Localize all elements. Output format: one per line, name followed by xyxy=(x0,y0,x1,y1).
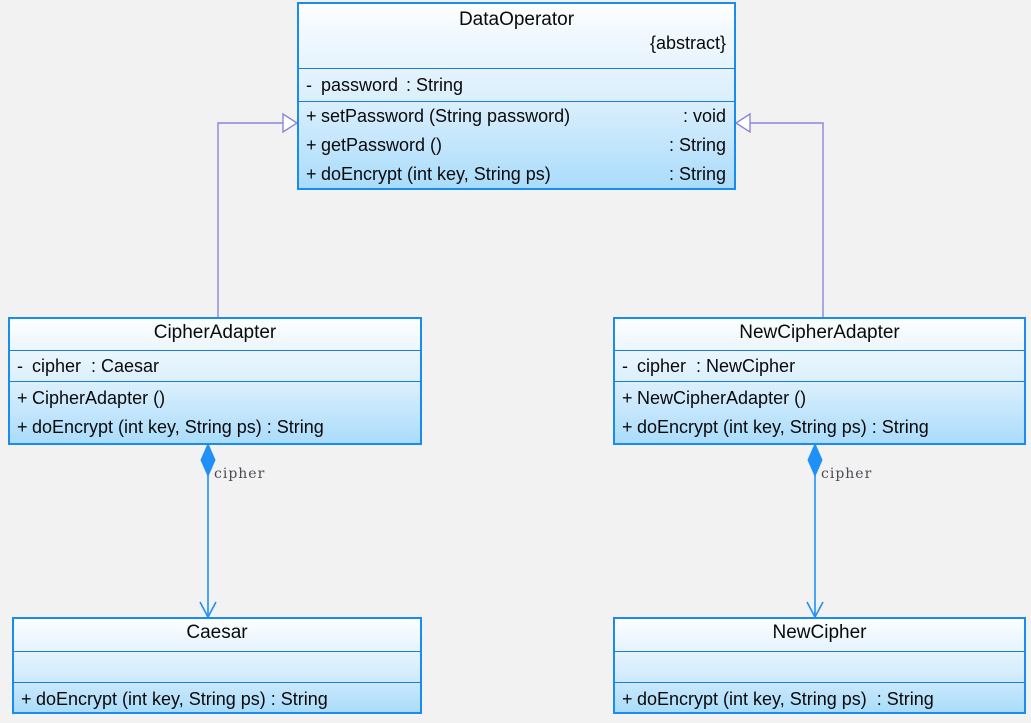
class-name-newcipher: NewCipher xyxy=(772,622,867,643)
operation-row: + getPassword () : String xyxy=(299,131,734,160)
class-header-newcipheradapter: NewCipherAdapter xyxy=(615,319,1024,350)
edge-label-cipher-right: cipher xyxy=(821,466,873,482)
class-header-caesar: Caesar xyxy=(14,619,420,651)
operation-signature: doEncrypt (int key, String ps) : String xyxy=(637,417,929,437)
edge-label-cipher-left: cipher xyxy=(214,466,266,482)
operation-row: + NewCipherAdapter () xyxy=(615,384,1024,413)
attribute-visibility: - xyxy=(622,356,628,376)
class-header-cipheradapter: CipherAdapter xyxy=(10,319,420,350)
operation-row: + doEncrypt (int key, String ps) : Strin… xyxy=(10,413,420,442)
operation-visibility: + xyxy=(622,688,633,709)
class-attributes-caesar xyxy=(14,651,420,682)
attribute-name: password xyxy=(321,75,399,95)
attribute-name: cipher : Caesar xyxy=(32,356,160,376)
operation-signature: setPassword (String password) xyxy=(321,106,571,127)
class-box-newcipheradapter[interactable]: NewCipherAdapter - cipher : NewCipher + … xyxy=(613,317,1026,445)
attribute-visibility: - xyxy=(306,75,312,95)
operation-visibility: + xyxy=(17,388,28,408)
class-header-newcipher: NewCipher xyxy=(615,619,1024,651)
class-name-cipheradapter: CipherAdapter xyxy=(153,322,277,343)
class-operations-caesar: + doEncrypt (int key, String ps) : Strin… xyxy=(14,682,420,713)
class-operations-cipheradapter: + CipherAdapter () + doEncrypt (int key,… xyxy=(10,381,420,443)
operation-signature: doEncrypt (int key, String ps) xyxy=(321,163,551,184)
operation-visibility: + xyxy=(306,163,317,184)
operation-row: + doEncrypt (int key, String ps) : Strin… xyxy=(615,413,1024,442)
operation-row: + doEncrypt (int key, String ps) : Strin… xyxy=(615,684,1024,713)
class-box-cipheradapter[interactable]: CipherAdapter - cipher : Caesar + Cipher… xyxy=(8,317,422,445)
operation-return-type: : String xyxy=(668,163,726,184)
class-name-caesar: Caesar xyxy=(186,622,248,643)
operation-signature: NewCipherAdapter () xyxy=(637,388,807,408)
class-attributes-newcipheradapter: - cipher : NewCipher xyxy=(615,350,1024,381)
operation-return-type: : String xyxy=(668,135,726,155)
operation-visibility: + xyxy=(21,688,32,709)
operation-return-type: : void xyxy=(682,106,726,127)
generalization-newcipheradapter-dataoperator xyxy=(734,112,824,317)
class-name-dataoperator: DataOperator xyxy=(458,9,575,30)
attribute-name: cipher : NewCipher xyxy=(637,356,796,376)
attribute-type: : String xyxy=(406,75,464,95)
attribute-row: - cipher : Caesar xyxy=(10,357,420,375)
operation-visibility: + xyxy=(622,417,633,437)
class-attributes-newcipher xyxy=(615,651,1024,682)
operation-signature: doEncrypt (int key, String ps) : String xyxy=(32,417,324,437)
attribute-visibility: - xyxy=(17,356,23,376)
operation-visibility: + xyxy=(306,106,317,127)
operation-row: + doEncrypt (int key, String ps) : Strin… xyxy=(14,684,420,713)
class-stereotype-dataoperator: {abstract} xyxy=(649,32,726,53)
attribute-row: - cipher : NewCipher xyxy=(615,357,1024,375)
class-operations-newcipher: + doEncrypt (int key, String ps) : Strin… xyxy=(615,682,1024,713)
attribute-row: - password : String xyxy=(299,76,734,94)
class-operations-newcipheradapter: + NewCipherAdapter () + doEncrypt (int k… xyxy=(615,381,1024,443)
generalization-cipheradapter-dataoperator xyxy=(217,112,299,317)
class-name-newcipheradapter: NewCipherAdapter xyxy=(739,322,900,343)
class-attributes-dataoperator: - password : String xyxy=(299,68,734,101)
operation-visibility: + xyxy=(17,417,28,437)
class-box-newcipher[interactable]: NewCipher + doEncrypt (int key, String p… xyxy=(613,617,1026,714)
class-box-dataoperator[interactable]: DataOperator {abstract} - password : Str… xyxy=(297,2,736,190)
operation-visibility: + xyxy=(306,135,317,155)
operation-row: + setPassword (String password) : void xyxy=(299,102,734,131)
operation-row: + CipherAdapter () xyxy=(10,384,420,413)
class-attributes-cipheradapter: - cipher : Caesar xyxy=(10,350,420,381)
operation-signature: doEncrypt (int key, String ps) : String xyxy=(36,688,328,709)
operation-signature: CipherAdapter () xyxy=(32,388,166,408)
class-header-dataoperator: DataOperator {abstract} xyxy=(299,4,734,68)
operation-signature: getPassword () xyxy=(321,135,443,155)
operation-visibility: + xyxy=(622,388,633,408)
operation-row: + doEncrypt (int key, String ps) : Strin… xyxy=(299,159,734,188)
class-box-caesar[interactable]: Caesar + doEncrypt (int key, String ps) … xyxy=(12,617,422,714)
class-operations-dataoperator: + setPassword (String password) : void +… xyxy=(299,101,734,188)
operation-signature: doEncrypt (int key, String ps) : String xyxy=(637,688,934,709)
